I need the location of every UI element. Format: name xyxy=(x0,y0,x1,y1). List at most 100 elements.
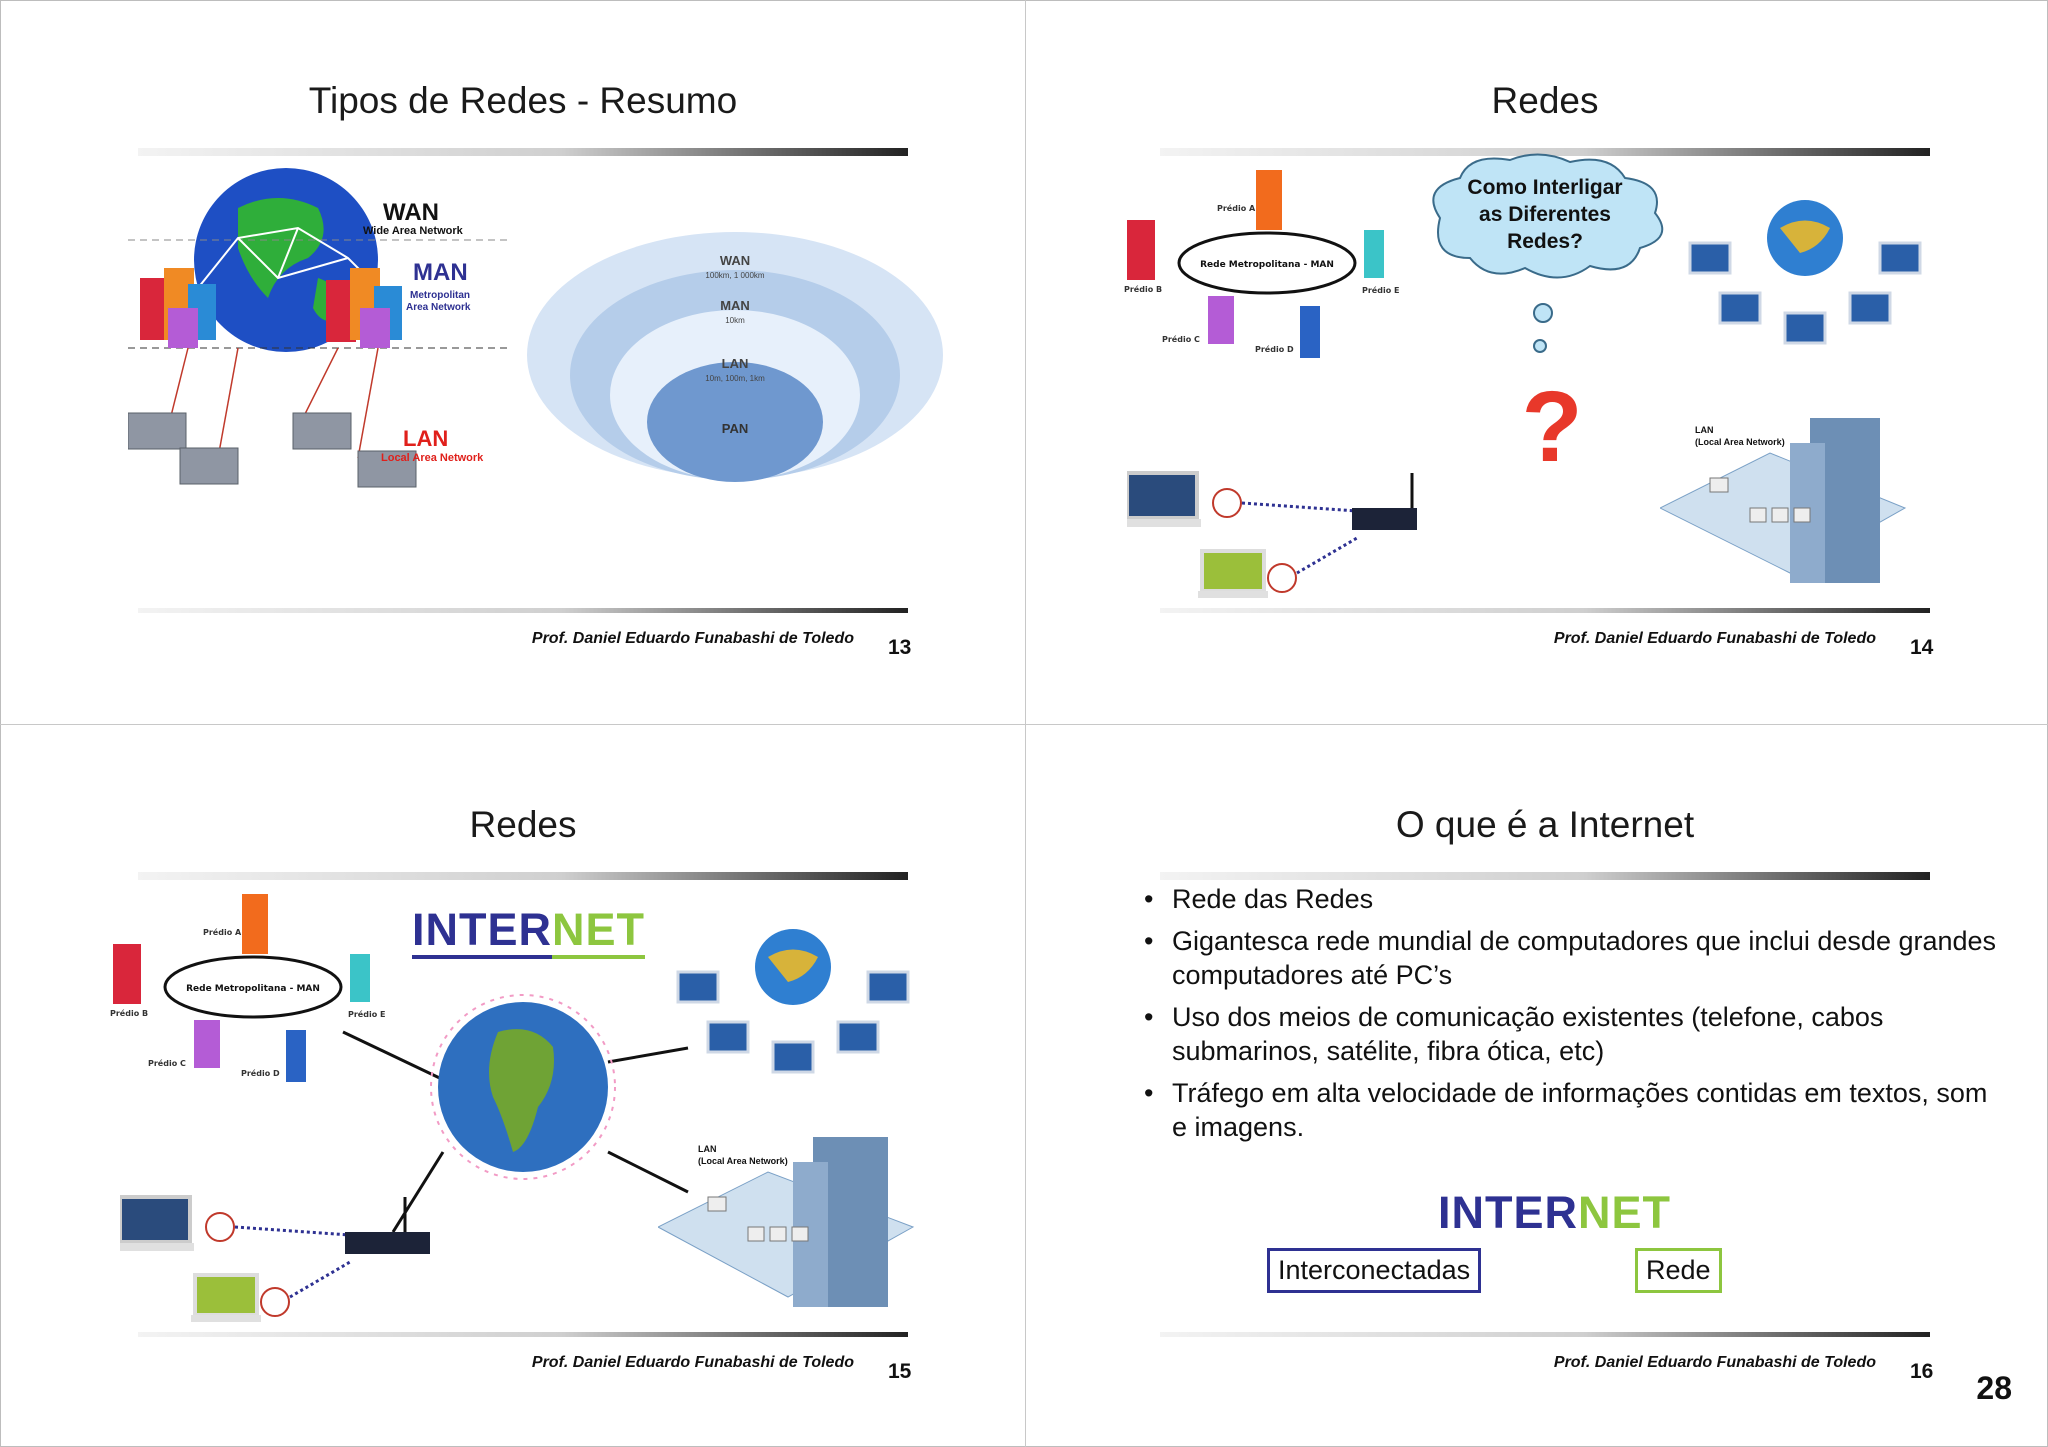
man-label: MAN xyxy=(413,259,468,286)
lan-label-2: (Local Area Network) xyxy=(698,1156,788,1166)
building-a-label: Prédio A xyxy=(1217,203,1256,213)
building-e-icon xyxy=(1364,230,1384,278)
bullet-item: Tráfego em alta velocidade de informaçõe… xyxy=(1140,1076,2000,1144)
ring-wan-range: 100km, 1 000km xyxy=(705,271,764,280)
slide-footer: Prof. Daniel Eduardo Funabashi de Toledo xyxy=(531,1354,854,1371)
slide-number: 14 xyxy=(1910,636,1934,659)
internet-brand: INTERNET xyxy=(412,904,645,959)
computer-icons xyxy=(676,970,910,1074)
building-d-label: Prédio D xyxy=(1255,344,1294,354)
footer-rule xyxy=(1160,1332,1930,1337)
lan-building-diagram: LAN (Local Area Network) xyxy=(658,1137,915,1307)
ring-wan-label: WAN xyxy=(720,253,750,268)
lan-label-2: (Local Area Network) xyxy=(1695,437,1785,447)
footer-rule xyxy=(138,1332,908,1337)
title-rule xyxy=(138,148,908,156)
building-b-label: Prédio B xyxy=(1124,284,1162,294)
footer-rule xyxy=(138,608,908,613)
lan-building-diagram: LAN (Local Area Network) xyxy=(1660,418,1907,583)
building-c-label: Prédio C xyxy=(148,1058,186,1068)
slide-15: Redes INTERNET Rede Metropolitana - MAN … xyxy=(8,732,1018,1437)
question-mark: ? xyxy=(1521,373,1582,473)
globe-land xyxy=(238,198,344,322)
slide-title: Redes xyxy=(469,804,577,845)
antenna-icon xyxy=(1212,488,1242,518)
slide-footer: Prof. Daniel Eduardo Funabashi de Toledo xyxy=(1553,1354,1876,1371)
connection-lines xyxy=(342,1030,689,1233)
slide-footer: Prof. Daniel Eduardo Funabashi de Toledo xyxy=(1553,630,1876,647)
building-d-icon xyxy=(1300,306,1320,358)
bullet-item: Rede das Redes xyxy=(1140,882,2000,916)
title-rule xyxy=(1160,872,1930,880)
ring-label: Rede Metropolitana - MAN xyxy=(186,984,320,994)
antenna-icon xyxy=(1267,563,1297,593)
footer-rule xyxy=(1160,608,1930,613)
slide-number: 16 xyxy=(1910,1360,1934,1383)
ring-man-label: MAN xyxy=(720,298,750,313)
building-c-label: Prédio C xyxy=(1162,334,1200,344)
slide-13: Tipos de Redes - Resumo xyxy=(8,8,1018,713)
man-sublabel-1: Metropolitan xyxy=(410,290,470,301)
horizontal-divider xyxy=(0,724,2048,725)
wan-sublabel: Wide Area Network xyxy=(363,225,464,237)
slide-title: Redes xyxy=(1491,80,1599,121)
slide-16: O que é a Internet Rede das Redes Gigant… xyxy=(1030,732,2040,1437)
bullet-item: Gigantesca rede mundial de computadores … xyxy=(1140,924,2000,992)
brand-part-inter: INTER xyxy=(412,904,552,959)
slide-number: 13 xyxy=(888,636,912,659)
thought-cloud: Como Interligar as Diferentes Redes? xyxy=(1432,153,1664,353)
laptop-icon xyxy=(193,1273,259,1317)
man-sublabel-2: Area Network xyxy=(406,302,471,313)
lan-buildings xyxy=(128,412,417,488)
network-rings-diagram: WAN 100km, 1 000km MAN 10km LAN 10m, 100… xyxy=(527,232,943,482)
building-b-icon xyxy=(1127,220,1155,280)
lan-sublabel: Local Area Network xyxy=(381,452,484,464)
building-a-icon xyxy=(242,894,268,954)
building-c-icon xyxy=(194,1020,220,1068)
ring-lan-range: 10m, 100m, 1km xyxy=(705,374,765,383)
vertical-divider xyxy=(1025,0,1026,1447)
lan-label-1: LAN xyxy=(698,1144,717,1154)
title-rule xyxy=(1160,148,1930,156)
slide-title: Tipos de Redes - Resumo xyxy=(308,80,738,121)
ring-pan-label: PAN xyxy=(722,421,748,436)
lan-label-1: LAN xyxy=(1695,425,1714,435)
building-e-icon xyxy=(350,954,370,1002)
ring-label: Rede Metropolitana - MAN xyxy=(1200,260,1334,270)
brand-part-net: NET xyxy=(552,904,645,959)
internet-globe xyxy=(430,994,616,1180)
ring-pan xyxy=(647,362,823,482)
man-left-buildings xyxy=(140,268,216,348)
building-a-label: Prédio A xyxy=(203,927,242,937)
building-d-icon xyxy=(286,1030,306,1082)
building-e-label: Prédio E xyxy=(1362,285,1399,295)
cloud-line-3: Redes? xyxy=(1507,230,1583,253)
brand-part-inter: INTER xyxy=(1438,1187,1578,1238)
laptop-icon xyxy=(120,1195,192,1244)
router-icon xyxy=(1352,508,1417,530)
document-page-number: 28 xyxy=(1976,1370,2012,1406)
router-icon xyxy=(345,1232,430,1254)
internet-brand: INTERNET xyxy=(1438,1187,1671,1239)
building-d-label: Prédio D xyxy=(241,1068,280,1078)
lan-label: LAN xyxy=(403,426,448,451)
cloud-line-2: as Diferentes xyxy=(1479,203,1611,226)
rede-box: Rede xyxy=(1635,1248,1722,1293)
wireless-lan-diagram xyxy=(1127,471,1417,598)
slide-footer: Prof. Daniel Eduardo Funabashi de Toledo xyxy=(531,630,854,647)
slide-number: 15 xyxy=(888,1360,912,1383)
slide-14: Redes Rede Metropolitana - MAN Prédio A … xyxy=(1030,8,2040,713)
building-b-label: Prédio B xyxy=(110,1008,148,1018)
slide-title: O que é a Internet xyxy=(1395,804,1695,845)
network-types-diagram: WAN Wide Area Network MAN Metropolitan A… xyxy=(128,168,508,488)
building-a-icon xyxy=(1256,170,1282,230)
bullet-item: Uso dos meios de comunicação existentes … xyxy=(1140,1000,2000,1068)
title-rule xyxy=(138,872,908,880)
ring-lan-label: LAN xyxy=(722,356,749,371)
antenna-icon xyxy=(205,1212,235,1242)
brand-part-net: NET xyxy=(1578,1187,1671,1238)
laptop-icon xyxy=(1200,549,1266,593)
internet-globe-computers xyxy=(676,929,910,1074)
man-diagram: Rede Metropolitana - MAN Prédio A Prédio… xyxy=(110,894,385,1082)
wan-label: WAN xyxy=(383,199,439,226)
